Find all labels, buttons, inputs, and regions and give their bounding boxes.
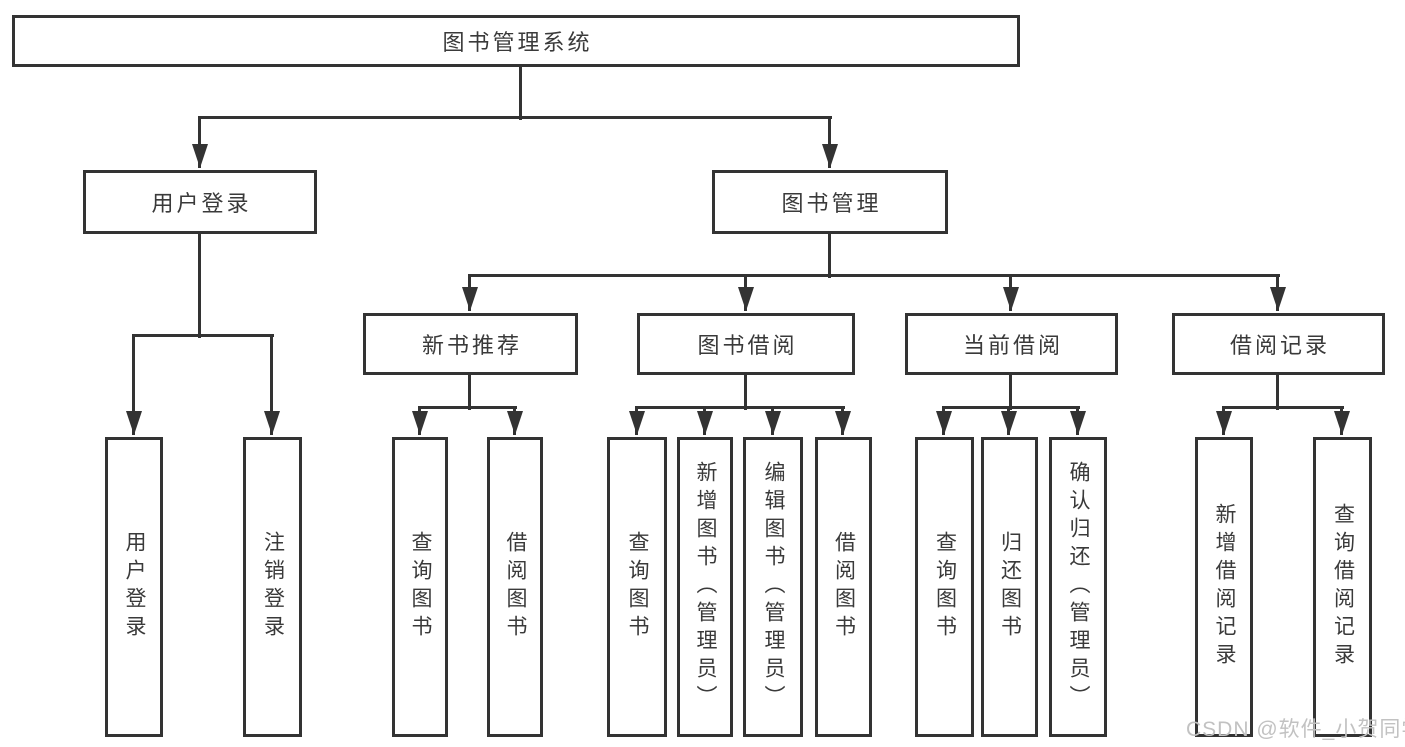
arrowhead-icon [1003,287,1019,311]
connector-drop [132,336,135,435]
connector-stem [519,67,522,120]
node-query-books-1: 查询图书 [392,437,448,737]
arrowhead-icon [1001,411,1017,435]
connector-stem [468,375,471,410]
connector-bus [132,334,274,337]
arrowhead-icon [765,411,781,435]
node-user-login-leaf: 用户登录 [105,437,163,737]
node-borrow-books-2: 借阅图书 [815,437,872,737]
connector-stem [744,375,747,410]
node-root: 图书管理系统 [12,15,1020,67]
connector-bus [198,116,832,119]
node-add-borrow-record: 新增借阅记录 [1195,437,1253,737]
watermark-text: CSDN @软件_小贺同学 [1186,718,1405,741]
node-borrow-books-1: 借阅图书 [487,437,543,737]
arrowhead-icon [1270,287,1286,311]
node-label-user-login: 用户登录 [151,191,252,216]
node-current-borrowing: 当前借阅 [905,313,1118,375]
connector-drop [270,336,273,435]
node-label-add-borrow-record: 新增借阅记录 [1213,503,1236,671]
arrowhead-icon [192,144,208,168]
node-logout-leaf: 注销登录 [243,437,302,737]
node-book-borrowing: 图书借阅 [637,313,855,375]
node-label-logout-leaf: 注销登录 [261,531,285,643]
connector-bus [635,406,845,409]
arrowhead-icon [629,411,645,435]
node-return-books: 归还图书 [981,437,1038,737]
arrowhead-icon [1070,411,1086,435]
connector-stem [828,234,831,278]
connector-stem [1009,375,1012,410]
arrowhead-icon [412,411,428,435]
arrowhead-icon [738,287,754,311]
node-confirm-return-admin: 确认归还（管理员） [1049,437,1107,737]
connector-bus [418,406,517,409]
node-query-borrow-record: 查询借阅记录 [1313,437,1372,737]
node-label-query-books-2: 查询图书 [626,531,649,643]
node-label-query-books-1: 查询图书 [409,531,432,643]
connector-bus [1222,406,1344,409]
arrowhead-icon [835,411,851,435]
node-user-login: 用户登录 [83,170,317,234]
node-query-books-2: 查询图书 [607,437,667,737]
arrowhead-icon [507,411,523,435]
node-label-root: 图书管理系统 [442,30,593,55]
node-add-books-admin: 新增图书（管理员） [677,437,733,737]
node-borrowing-records: 借阅记录 [1172,313,1385,375]
node-edit-books-admin: 编辑图书（管理员） [743,437,803,737]
node-label-book-borrowing: 图书借阅 [697,333,798,358]
node-book-management: 图书管理 [712,170,948,234]
node-label-book-management: 图书管理 [781,191,882,216]
node-label-current-borrowing: 当前借阅 [962,333,1063,358]
arrowhead-icon [1216,411,1232,435]
node-label-query-borrow-record: 查询借阅记录 [1331,503,1355,671]
node-label-borrowing-records: 借阅记录 [1229,333,1330,358]
node-label-add-books-admin: 新增图书（管理员） [694,461,717,713]
node-label-user-login-leaf: 用户登录 [123,531,146,643]
node-label-borrow-books-1: 借阅图书 [504,531,527,643]
connector-bus [942,406,1080,409]
arrowhead-icon [126,411,142,435]
connector-drop [828,118,831,168]
arrowhead-icon [462,287,478,311]
node-query-books-3: 查询图书 [915,437,974,737]
connector-stem [198,234,201,338]
arrowhead-icon [264,411,280,435]
node-label-confirm-return-admin: 确认归还（管理员） [1067,461,1090,713]
arrowhead-icon [936,411,952,435]
node-label-return-books: 归还图书 [998,531,1022,643]
arrowhead-icon [697,411,713,435]
connector-drop [198,118,201,168]
node-label-edit-books-admin: 编辑图书（管理员） [762,461,785,713]
connector-bus [468,274,1280,277]
arrowhead-icon [1334,411,1350,435]
node-label-borrow-books-2: 借阅图书 [832,531,856,643]
node-label-new-book-recommend: 新书推荐 [421,333,522,358]
node-label-query-books-3: 查询图书 [933,531,957,643]
connector-stem [1276,375,1279,410]
arrowhead-icon [822,144,838,168]
node-new-book-recommend: 新书推荐 [363,313,578,375]
